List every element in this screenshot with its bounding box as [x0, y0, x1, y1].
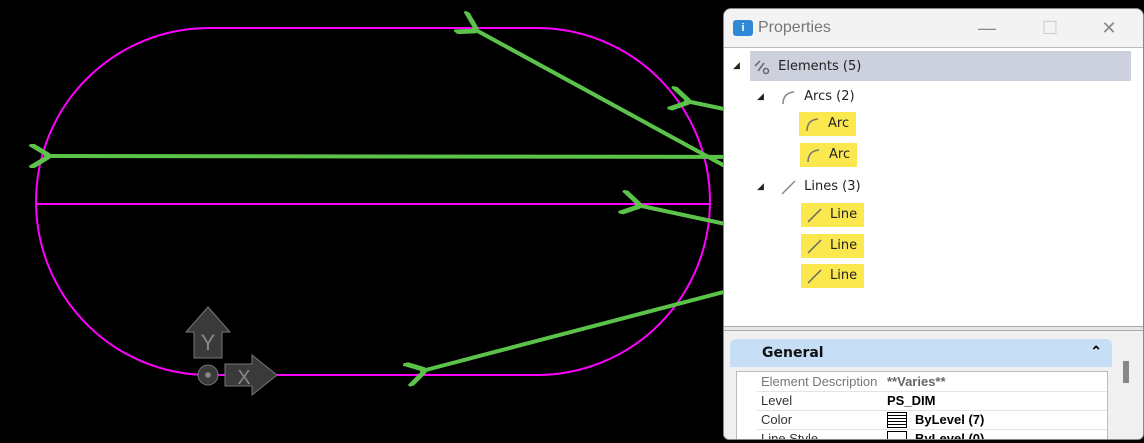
tree-node-arcs[interactable]: Arcs (2)	[780, 84, 855, 110]
window-title: Properties	[758, 19, 831, 36]
line-icon	[807, 208, 822, 223]
tree-node-line[interactable]: Line	[801, 264, 865, 290]
tree-node-label: Line	[830, 238, 858, 253]
tree-node-label: Arc	[828, 116, 850, 131]
x-axis-label: X	[237, 367, 250, 389]
tree-node-label: Arcs (2)	[804, 89, 855, 104]
maximize-button[interactable]: ☐	[1041, 18, 1059, 38]
property-row[interactable]: Element Description **Varies**	[757, 373, 1107, 392]
line-icon	[807, 239, 822, 254]
property-row[interactable]: Line Style ByLevel (0)	[757, 430, 1107, 440]
bylevel-icon	[887, 431, 907, 439]
arc-icon	[807, 149, 820, 163]
line-icon	[807, 269, 822, 284]
tree-node-label: Line	[830, 207, 858, 222]
property-row[interactable]: Level PS_DIM	[757, 392, 1107, 411]
bylevel-icon	[887, 412, 907, 428]
tree-node-arc[interactable]: Arc	[799, 112, 857, 138]
panel-splitter[interactable]	[724, 326, 1143, 331]
tree-selection-highlight	[750, 51, 1131, 81]
properties-app-icon: i	[733, 20, 753, 36]
y-axis-label: Y	[201, 330, 216, 355]
property-key: Color	[761, 412, 793, 427]
close-button[interactable]: ✕	[1101, 18, 1117, 38]
ucs-axis-icon: Y X	[184, 306, 278, 397]
line-icon	[781, 179, 796, 195]
tree-node-label: Lines (3)	[804, 179, 861, 194]
property-value: ByLevel (7)	[915, 412, 985, 427]
elements-icon	[754, 59, 770, 74]
property-value: **Varies**	[887, 374, 946, 389]
tree-node-line[interactable]: Line	[801, 203, 865, 229]
expand-icon[interactable]: ◢	[757, 182, 764, 192]
property-value: ByLevel (0)	[915, 431, 985, 440]
arc-icon	[782, 90, 795, 104]
properties-window: i Properties — ☐ ✕ ◢ Elements (5) ◢ Arcs…	[723, 8, 1144, 440]
tree-node-elements[interactable]: Elements (5)	[754, 54, 861, 80]
expand-icon[interactable]: ◢	[733, 61, 740, 71]
annotation-arrow-arc-2	[46, 156, 802, 157]
property-key: Element Description	[761, 374, 878, 389]
tree-node-lines[interactable]: Lines (3)	[780, 174, 861, 200]
properties-panel: General ⌃ Element Description **Varies** …	[724, 331, 1143, 439]
property-value: PS_DIM	[887, 393, 936, 408]
property-row[interactable]: Color ByLevel (7)	[757, 411, 1107, 430]
tree-node-arc[interactable]: Arc	[800, 143, 858, 169]
property-key: Level	[761, 393, 793, 408]
general-section-header[interactable]: General ⌃	[730, 339, 1112, 367]
scrollbar-thumb[interactable]	[1123, 361, 1129, 383]
section-title: General	[762, 345, 824, 361]
property-grid: Element Description **Varies** Level PS_DI…	[736, 371, 1108, 440]
minimize-button[interactable]: —	[978, 18, 996, 38]
tree-node-label: Arc	[829, 147, 851, 162]
tree-node-label: Line	[830, 268, 858, 283]
tree-node-line[interactable]: Line	[801, 234, 865, 260]
property-key: Line Style	[761, 431, 819, 440]
title-bar[interactable]: i Properties — ☐ ✕	[724, 9, 1143, 48]
expand-icon[interactable]: ◢	[757, 92, 764, 102]
collapse-chevron-icon[interactable]: ⌃	[1090, 343, 1102, 359]
arc-icon	[806, 118, 819, 132]
selection-tree: ◢ Elements (5) ◢ Arcs (2) Arc Arc ◢ Line…	[724, 48, 1143, 326]
tree-node-label: Elements (5)	[778, 59, 862, 74]
